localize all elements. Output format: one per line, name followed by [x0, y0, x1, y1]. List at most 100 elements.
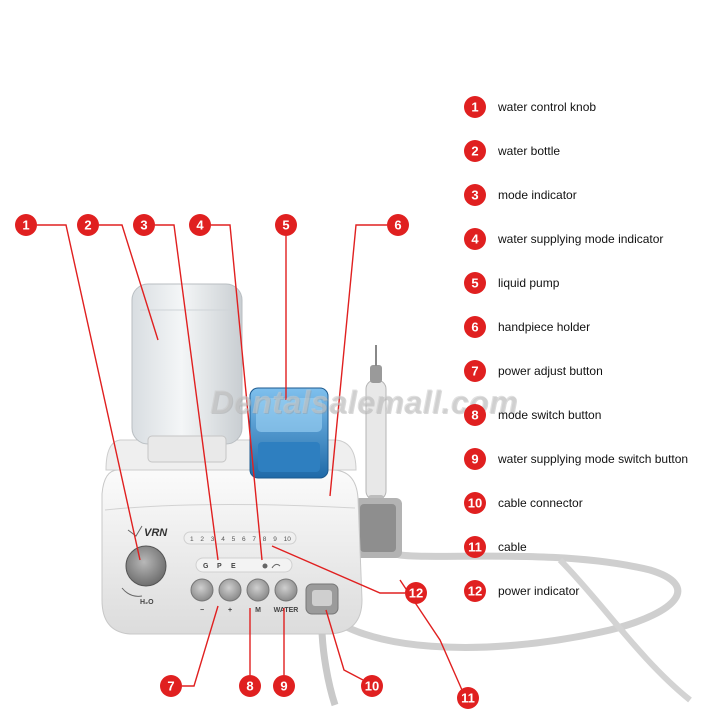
- power-level-label: 7: [252, 536, 256, 543]
- mode-letter: E: [231, 563, 236, 570]
- leader-line: [271, 545, 405, 594]
- water-mode-switch-button[interactable]: [274, 578, 298, 602]
- legend-label: water supplying mode indicator: [498, 232, 664, 246]
- svg-text:11: 11: [468, 540, 482, 555]
- callout-1: 1: [15, 214, 37, 236]
- svg-text:7: 7: [167, 679, 174, 694]
- handpiece: [365, 345, 387, 517]
- number-badge-icon: 9: [464, 448, 486, 470]
- power-level-label: 9: [273, 536, 277, 543]
- power-level-label: 8: [263, 536, 267, 543]
- svg-text:12: 12: [409, 586, 423, 601]
- svg-text:3: 3: [140, 218, 147, 233]
- svg-text:6: 6: [394, 218, 401, 233]
- svg-text:4: 4: [196, 218, 204, 233]
- svg-text:3: 3: [471, 188, 478, 203]
- legend-label: cable connector: [498, 496, 583, 510]
- leader-line: [211, 224, 263, 561]
- svg-text:9: 9: [471, 452, 478, 467]
- button-label: WATER: [274, 607, 299, 614]
- callout-7: 7: [160, 675, 182, 697]
- button-label: +: [228, 607, 232, 614]
- power-level-label: 5: [232, 536, 236, 543]
- legend-label: power indicator: [498, 584, 580, 598]
- svg-text:2: 2: [471, 144, 478, 159]
- svg-text:6: 6: [471, 320, 478, 335]
- power-down-button[interactable]: [190, 578, 214, 602]
- legend-item-11: 11 cable: [464, 535, 704, 559]
- power-level-label: 6: [242, 536, 246, 543]
- callout-4: 4: [189, 214, 211, 236]
- callout-3: 3: [133, 214, 155, 236]
- legend-item-10: 10 cable connector: [464, 491, 704, 515]
- legend-item-8: 8 mode switch button: [464, 403, 704, 427]
- button-label: −: [200, 607, 204, 614]
- number-badge-icon: 8: [464, 404, 486, 426]
- power-up-button[interactable]: [218, 578, 242, 602]
- svg-text:10: 10: [365, 679, 379, 694]
- number-badge-icon: 12: [464, 580, 486, 602]
- number-badge-icon: 7: [464, 360, 486, 382]
- leader-line: [99, 224, 159, 341]
- legend-label: water control knob: [498, 100, 597, 114]
- power-level-label: 1: [190, 536, 194, 543]
- svg-text:9: 9: [280, 679, 287, 694]
- number-badge-icon: 3: [464, 184, 486, 206]
- legend-label: mode switch button: [498, 408, 602, 422]
- power-level-label: 3: [211, 536, 215, 543]
- mode-letter: G: [203, 563, 209, 570]
- button-label: M: [255, 607, 261, 614]
- legend-label: water bottle: [498, 144, 561, 158]
- svg-text:2: 2: [84, 218, 91, 233]
- leader-line: [325, 609, 364, 681]
- power-level-label: 10: [284, 536, 292, 543]
- mode-switch-button[interactable]: [246, 578, 270, 602]
- legend-item-12: 12 power indicator: [464, 579, 704, 603]
- leader-line: [329, 224, 387, 497]
- svg-text:5: 5: [471, 276, 478, 291]
- number-badge-icon: 10: [464, 492, 486, 514]
- handpiece-holder: [354, 498, 402, 558]
- svg-text:8: 8: [246, 679, 253, 694]
- leader-line: [155, 224, 219, 561]
- legend-label: cable: [498, 540, 527, 554]
- svg-text:1: 1: [22, 218, 29, 233]
- number-badge-icon: 4: [464, 228, 486, 250]
- brand-logo: VRN: [144, 527, 168, 539]
- legend-label: mode indicator: [498, 188, 577, 202]
- button-row: − + M WATER: [190, 578, 299, 614]
- power-level-label: 4: [221, 536, 225, 543]
- legend-item-1: 1 water control knob: [464, 95, 704, 119]
- number-badge-icon: 5: [464, 272, 486, 294]
- water-mode-indicator-icon: [262, 563, 268, 569]
- callout-10: 10: [361, 675, 383, 697]
- callout-12: 12: [405, 582, 427, 604]
- legend-label: liquid pump: [498, 276, 560, 290]
- number-badge-icon: 11: [464, 536, 486, 558]
- svg-text:4: 4: [471, 232, 479, 247]
- liquid-pump: [249, 387, 329, 479]
- leader-line: [182, 605, 219, 687]
- svg-text:8: 8: [471, 408, 478, 423]
- svg-text:12: 12: [468, 584, 482, 599]
- number-badge-icon: 2: [464, 140, 486, 162]
- svg-text:10: 10: [468, 496, 482, 511]
- callout-2: 2: [77, 214, 99, 236]
- leader-line: [37, 224, 141, 561]
- cable-connector: [305, 583, 339, 615]
- svg-text:1: 1: [471, 100, 478, 115]
- power-level-label: 2: [200, 536, 204, 543]
- callout-11: 11: [457, 687, 479, 709]
- legend-item-9: 9 water supplying mode switch button: [464, 447, 704, 471]
- mode-letter: P: [217, 563, 222, 570]
- legend-item-4: 4 water supplying mode indicator: [464, 227, 704, 251]
- svg-text:5: 5: [282, 218, 289, 233]
- water-control-knob[interactable]: [125, 545, 167, 587]
- legend-label: water supplying mode switch button: [498, 452, 689, 466]
